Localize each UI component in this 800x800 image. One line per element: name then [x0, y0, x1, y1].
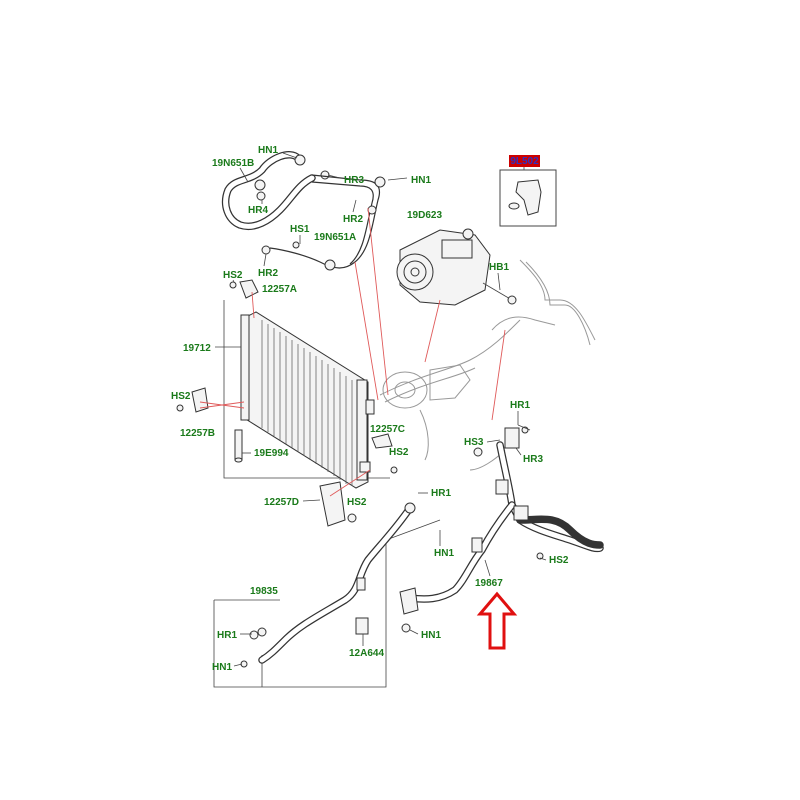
callout-hs2-e: HS2	[549, 555, 569, 566]
callout-12257C: 12257C	[370, 424, 405, 435]
indicator-arrow	[476, 591, 518, 650]
engine-routing-ghost	[379, 259, 596, 471]
callout-12257A: 12257A	[262, 284, 297, 295]
brackets	[176, 279, 398, 527]
callout-hr3-right: HR3	[523, 454, 543, 465]
callout-hs3: HS3	[464, 437, 484, 448]
callout-12A644: 12A644	[349, 648, 384, 659]
inset-box: 9L502	[499, 155, 557, 227]
callout-19712: 19712	[183, 343, 211, 354]
callout-19D623: 19D623	[407, 210, 442, 221]
callout-hr1-right: HR1	[510, 400, 530, 411]
callout-labels: HN1 19N651B HR3 HN1 HR4 HR2 19D623 HS1 1…	[171, 145, 569, 673]
callout-hs2-d: HS2	[347, 497, 367, 508]
upper-hose-assembly	[221, 151, 386, 271]
callout-ticks	[215, 152, 547, 667]
callout-hr3-top: HR3	[344, 175, 364, 186]
callout-hs1: HS1	[290, 224, 310, 235]
callout-hn1-mid: HN1	[411, 175, 431, 186]
callout-hn1-lower: HN1	[434, 548, 454, 559]
callout-19835: 19835	[250, 586, 278, 597]
callout-hr4: HR4	[248, 205, 268, 216]
callout-hr1-mid: HR1	[431, 488, 451, 499]
condenser	[234, 311, 375, 489]
inset-part-code: 9L502	[510, 156, 539, 167]
callout-hs2-c: HS2	[389, 447, 409, 458]
callout-hr2-top: HR2	[343, 214, 363, 225]
frame-lines	[213, 300, 441, 688]
callout-hn1-right: HN1	[421, 630, 441, 641]
callout-hn1-top: HN1	[258, 145, 278, 156]
inset-header	[509, 155, 540, 167]
callout-19E994: 19E994	[254, 448, 289, 459]
hose-19835	[240, 502, 416, 668]
callout-hr2-left: HR2	[258, 268, 278, 279]
o-ring-fitting-icon	[515, 179, 542, 216]
leader-lines	[199, 207, 506, 497]
up-arrow-icon	[476, 591, 518, 650]
callout-19867: 19867	[475, 578, 503, 589]
callout-12257B: 12257B	[180, 428, 215, 439]
callout-hs2-a: HS2	[223, 270, 243, 281]
callout-19N651A: 19N651A	[314, 232, 356, 243]
callout-hs2-b: HS2	[171, 391, 191, 402]
compressor	[396, 228, 517, 306]
callout-19N651B: 19N651B	[212, 158, 254, 169]
callout-12257D: 12257D	[264, 497, 299, 508]
callout-hb1: HB1	[489, 262, 509, 273]
hose-19867	[399, 426, 604, 633]
callout-hn1-bottom: HN1	[212, 662, 232, 673]
callout-hr1-left: HR1	[217, 630, 237, 641]
